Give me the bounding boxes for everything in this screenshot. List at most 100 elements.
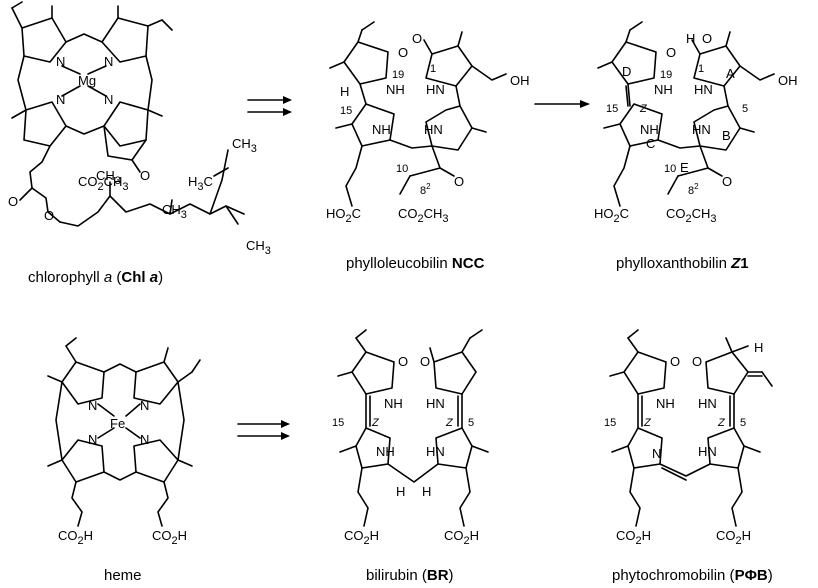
pfb-o-label: O: [692, 354, 702, 369]
z1-structure: O O O H NH HN NH HN OH A B C D E Z 15 5 …: [594, 21, 798, 225]
heme-co2h-label: CO2H: [152, 528, 187, 547]
pfb-h-label: H: [754, 340, 763, 355]
z1-ring-e: E: [680, 160, 689, 175]
z1-ring-d: D: [622, 64, 631, 79]
pfb-n-label: N: [652, 446, 661, 461]
br-z-label: Z: [371, 417, 380, 429]
heme-n-label: N: [140, 432, 149, 447]
ncc-o-label: O: [398, 45, 408, 60]
chl-n-label: N: [104, 54, 113, 69]
chlorophyll-a-structure: Mg N N N N O O O CO2CH3 CH3 CH3 CH3 CH3 …: [8, 1, 271, 257]
bilirubin-structure: O O NH HN NH HN H H Z Z 15 5 CO2H CO2H: [332, 329, 489, 547]
chl-mg-label: Mg: [78, 73, 96, 88]
z1-ring-a: A: [726, 66, 735, 81]
pfb-nh-label: NH: [656, 396, 675, 411]
pfb-hn-label: HN: [698, 396, 717, 411]
pfb-z-label: Z: [643, 417, 652, 429]
chl-keto-o-label: O: [140, 168, 150, 183]
ncc-locant-8: 82: [420, 182, 431, 197]
chl-ch3-label: CH3: [162, 202, 187, 221]
heme-fe-label: Fe: [110, 416, 125, 431]
br-nh-label: NH: [376, 444, 395, 459]
z1-nh-label: NH: [654, 82, 673, 97]
ncc-locant-19: 19: [392, 69, 404, 81]
ncc-o-label: O: [454, 174, 464, 189]
z1-locant-15: 15: [606, 103, 618, 115]
ncc-hn-label: HN: [424, 122, 443, 137]
br-z-label: Z: [445, 417, 454, 429]
br-hn-label: HN: [426, 396, 445, 411]
ncc-nh-label: NH: [386, 82, 405, 97]
br-h-label: H: [396, 484, 405, 499]
z1-ring-c: C: [646, 136, 655, 151]
heme-n-label: N: [88, 398, 97, 413]
br-locant-15: 15: [332, 417, 344, 429]
br-o-label: O: [420, 354, 430, 369]
z1-ring-b: B: [722, 128, 731, 143]
ncc-caption: phylloleucobilin NCC: [346, 255, 485, 272]
chl-ester-o-label: O: [44, 208, 54, 223]
pfb-z-label: Z: [717, 417, 726, 429]
br-o-label: O: [398, 354, 408, 369]
z1-locant-19: 19: [660, 69, 672, 81]
heme-n-label: N: [88, 432, 97, 447]
pfb-co2h-label: CO2H: [616, 528, 651, 547]
ncc-locant-15: 15: [340, 105, 352, 117]
ncc-locant-1: 1: [430, 63, 436, 75]
chl-n-label: N: [56, 54, 65, 69]
z1-o-label: O: [702, 31, 712, 46]
z1-co2ch3-label: CO2CH3: [666, 206, 717, 225]
multistep-arrow-chl-to-ncc: [247, 96, 292, 116]
ncc-h-label: H: [340, 84, 349, 99]
arrow-ncc-to-z1: [534, 100, 590, 108]
ncc-oh-label: OH: [510, 73, 530, 88]
z1-hn-label: HN: [694, 82, 713, 97]
ncc-o-label: O: [412, 31, 422, 46]
chl-caption: chlorophyll a (Chl a): [28, 269, 163, 286]
ncc-co2ch3-label: CO2CH3: [398, 206, 449, 225]
z1-locant-5: 5: [742, 103, 748, 115]
ncc-nh-label: NH: [372, 122, 391, 137]
ncc-structure: O O O NH HN NH HN H OH 19 1 15 10 82 HO2…: [326, 21, 530, 225]
z1-caption: phylloxanthobilin Z1: [616, 255, 749, 272]
br-caption: bilirubin (BR): [366, 567, 454, 584]
br-nh-label: NH: [384, 396, 403, 411]
z1-nh-label: NH: [640, 122, 659, 137]
ncc-locant-10: 10: [396, 163, 408, 175]
phytochromobilin-structure: O O H NH HN N HN Z Z 15 5 CO2H CO2H: [604, 329, 773, 547]
z1-locant-8: 82: [688, 182, 699, 197]
chl-co2ch3-label: CO2CH3: [78, 174, 129, 193]
chl-n-label: N: [56, 92, 65, 107]
chl-h3c-label: H3C: [188, 174, 213, 193]
heme-co2h-label: CO2H: [58, 528, 93, 547]
br-co2h-label: CO2H: [344, 528, 379, 547]
chl-ch3-label: CH3: [232, 136, 257, 155]
z1-hn-label: HN: [692, 122, 711, 137]
ncc-hn-label: HN: [426, 82, 445, 97]
pfb-caption: phytochromobilin (PΦB): [612, 567, 773, 584]
chl-ch3-label: CH3: [246, 238, 271, 257]
chl-ester-o-label: O: [8, 194, 18, 209]
z1-o-label: O: [666, 45, 676, 60]
heme-caption: heme: [104, 567, 142, 584]
z1-o-label: O: [722, 174, 732, 189]
z1-h-label: H: [686, 31, 695, 46]
z1-z-label: Z: [639, 103, 648, 115]
ncc-ho2c-label: HO2C: [326, 206, 361, 225]
pfb-locant-15: 15: [604, 417, 616, 429]
chl-n-label: N: [104, 92, 113, 107]
z1-oh-label: OH: [778, 73, 798, 88]
pfb-locant-5: 5: [740, 417, 746, 429]
br-co2h-label: CO2H: [444, 528, 479, 547]
br-h-label: H: [422, 484, 431, 499]
pfb-hn-label: HN: [698, 444, 717, 459]
pfb-co2h-label: CO2H: [716, 528, 751, 547]
z1-locant-1: 1: [698, 63, 704, 75]
pfb-o-label: O: [670, 354, 680, 369]
heme-n-label: N: [140, 398, 149, 413]
z1-locant-10: 10: [664, 163, 676, 175]
br-locant-5: 5: [468, 417, 474, 429]
chl-ch3-label: CH3: [96, 168, 121, 187]
z1-ho2c-label: HO2C: [594, 206, 629, 225]
